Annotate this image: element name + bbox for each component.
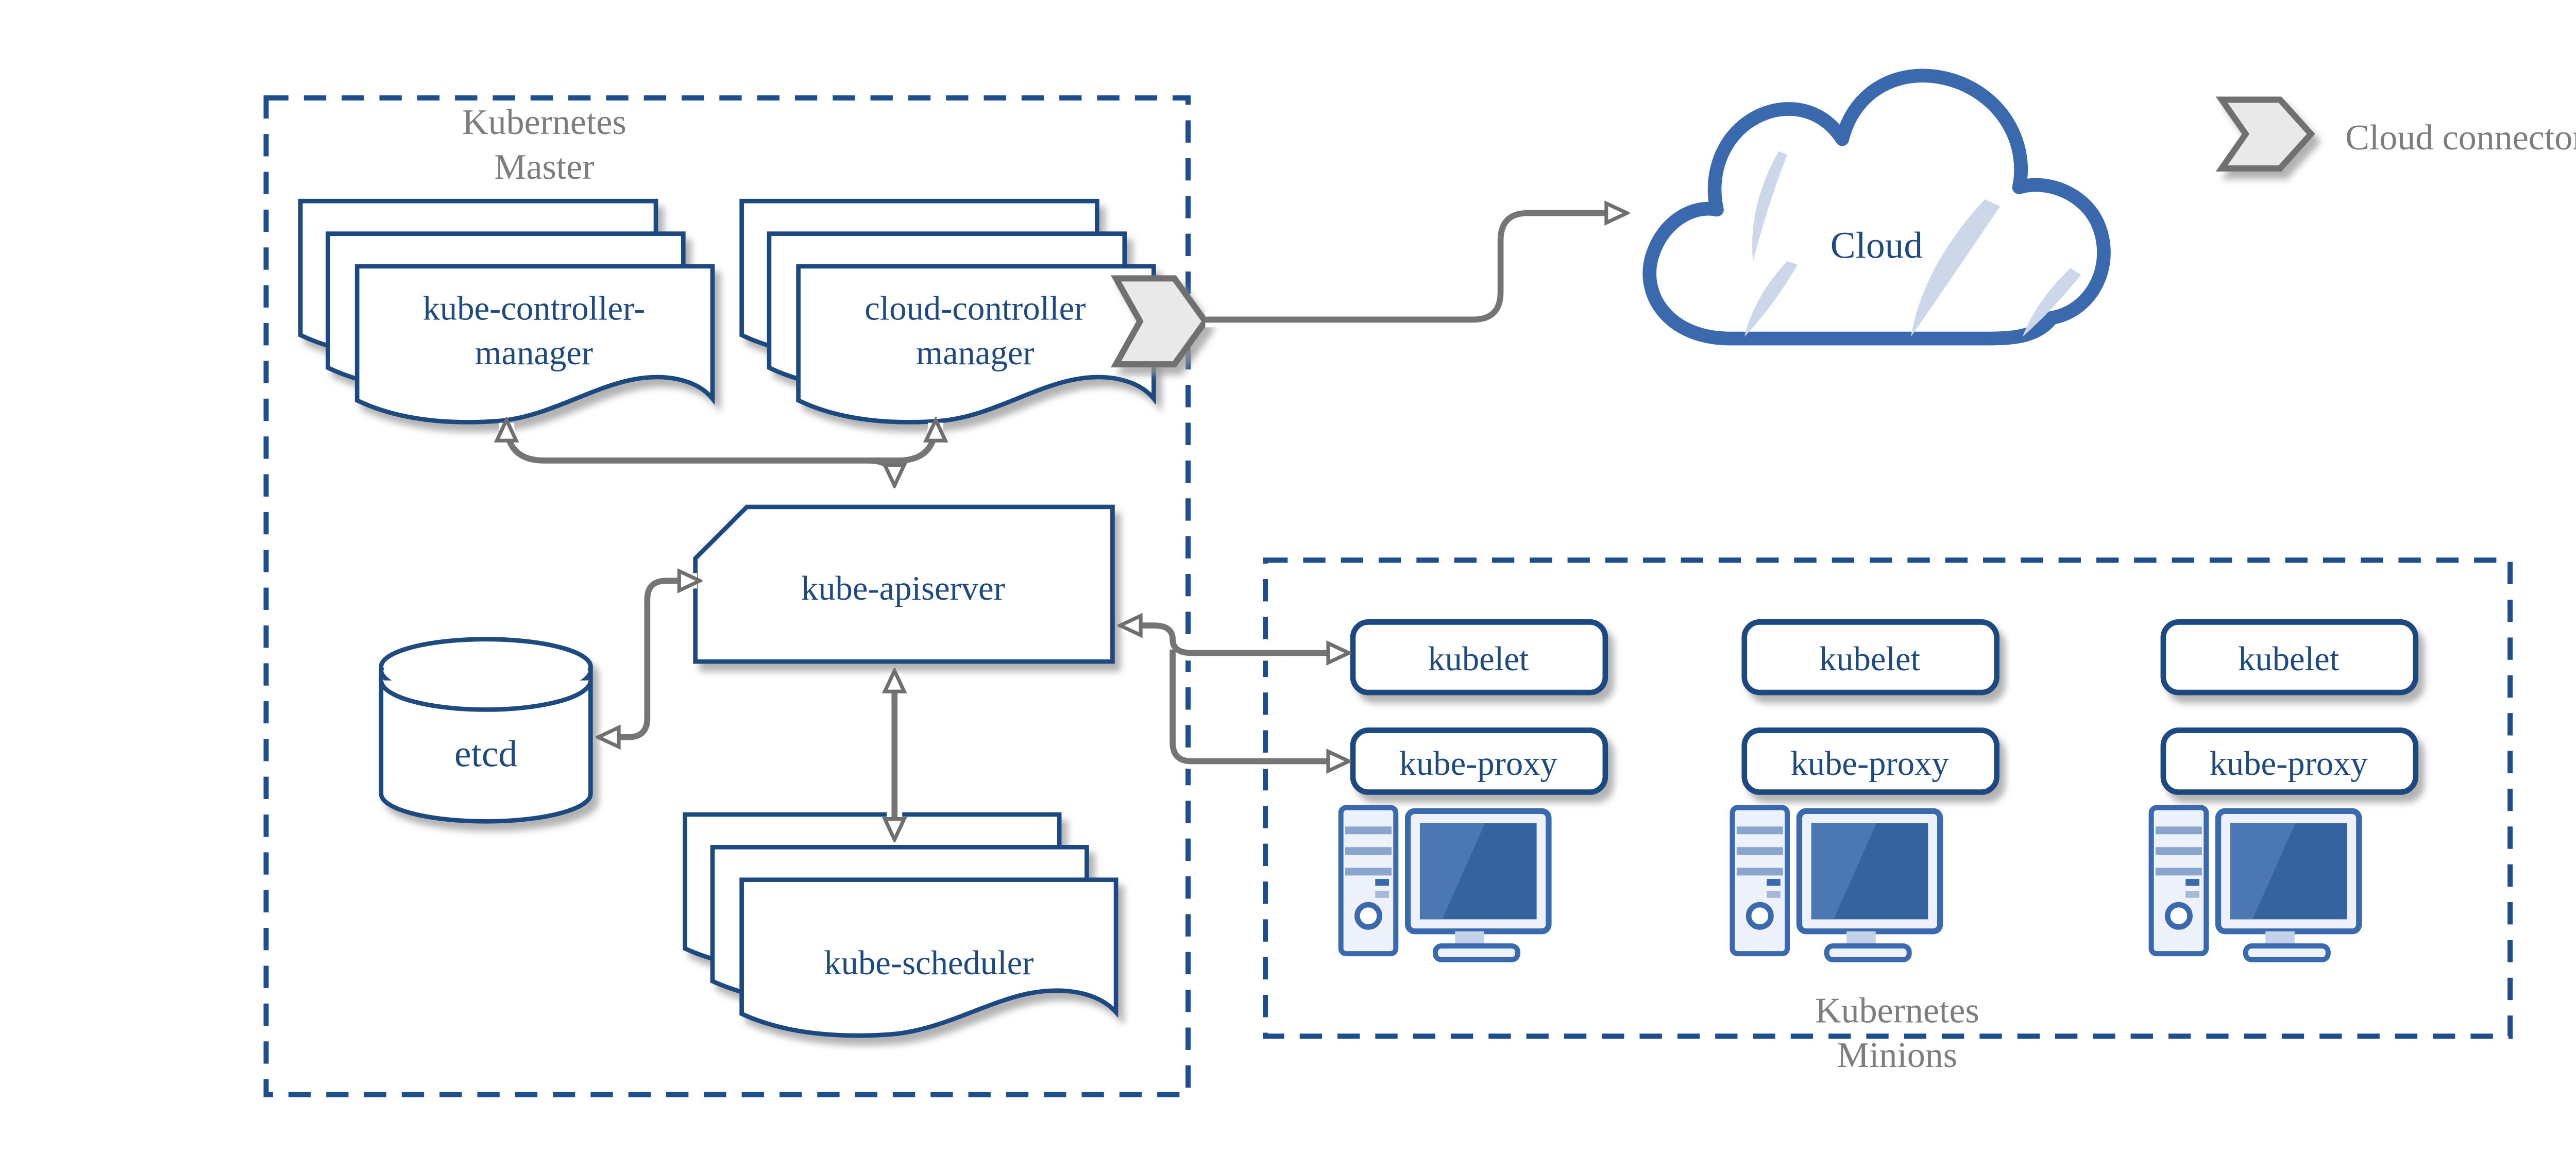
cloud-crescent [1744,261,1798,337]
master-boundary [263,95,1191,1097]
etcd-label: etcd [454,733,517,775]
legend-cloud-connector-label: Cloud connector [2345,118,2576,158]
kubelet-label-2: kubelet [1819,640,1921,678]
etcd-node [379,637,593,824]
kubelet-label-1: kubelet [1428,640,1529,678]
minions-title-line2: Minions [1837,1036,1957,1075]
kube-controller-manager-label-line1: kube-controller- [423,290,646,327]
kube-proxy-label-1: kube-proxy [1399,745,1558,783]
legend-cloud-connector-icon [2215,96,2315,172]
minion-node-3 [2151,619,2419,960]
cloud-crescent [1911,199,2001,337]
master-title-line2: Master [494,147,594,187]
apiserver-kube-proxy-arrow [1170,649,1346,761]
computer-icon [2151,808,2359,960]
computer-icon [1732,808,1940,960]
kube-proxy-box [2160,727,2419,795]
cloud-connector-chevron-icon [1110,275,1209,368]
minions-boundary [1263,557,2513,1039]
apiserver-etcd-arrow [601,581,697,737]
minion-node-1 [1341,619,1608,960]
cloud-controller-manager-label-line1: cloud-controller [865,290,1086,327]
computer-icon [1341,808,1549,960]
cloud-connector-arrow [1205,213,1624,323]
kubelet-box [1350,619,1608,696]
cloud-crescent [2022,268,2081,337]
cloud-shape [1642,69,2111,346]
kube-scheduler-node [685,815,1116,1036]
kubelet-box [1741,619,1999,696]
apiserver-kubelet-arrow [1123,625,1346,653]
kube-apiserver-node [693,504,1115,664]
kubelet-label-3: kubelet [2238,640,2340,678]
cloud-controller-branch-arrow [869,422,936,464]
kube-proxy-label-3: kube-proxy [2210,745,2368,783]
cloud-controller-manager-label-line2: manager [916,334,1034,372]
cloud-label: Cloud [1831,224,1923,266]
kube-apiserver-label: kube-apiserver [801,570,1005,607]
connectors [506,213,1624,837]
kube-controller-manager-label-line2: manager [475,334,593,372]
cloud-node [1642,69,2111,346]
cloud-crescent [1752,151,1788,261]
minion-node-2 [1732,619,1999,960]
kube-scheduler-label: kube-scheduler [824,944,1033,982]
controllers-to-apiserver-arrow [506,422,894,483]
master-title-line1: Kubernetes [462,103,626,142]
kube-proxy-box [1350,727,1608,795]
kubelet-box [2160,619,2419,696]
kube-proxy-label-2: kube-proxy [1790,745,1949,783]
kube-proxy-box [1741,727,1999,795]
minions-title-line1: Kubernetes [1815,991,1979,1030]
